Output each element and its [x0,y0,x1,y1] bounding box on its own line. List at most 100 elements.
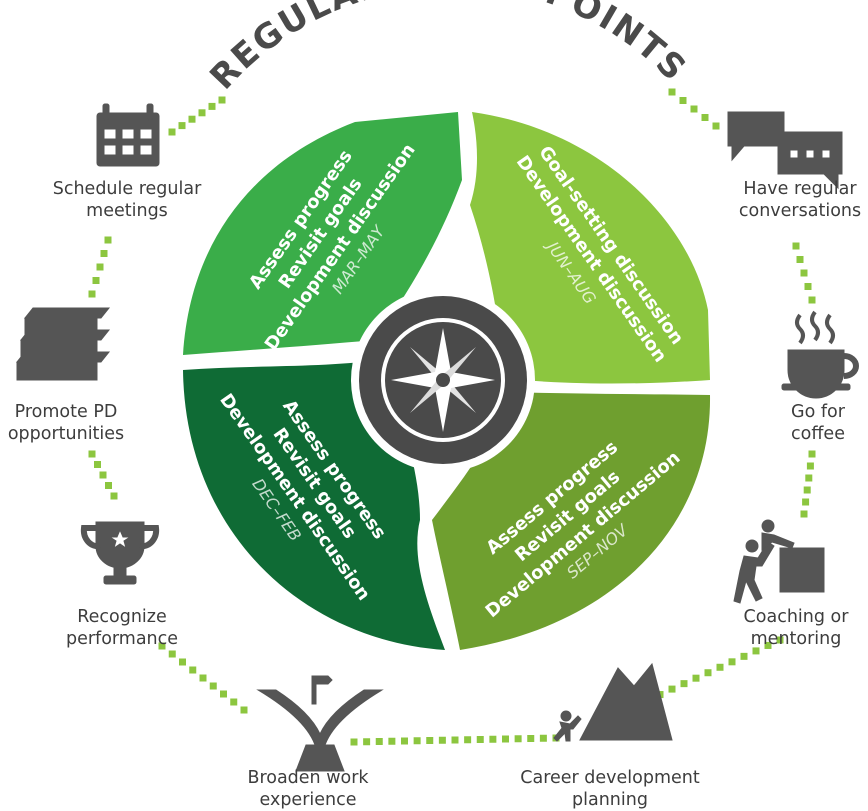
ring-dot [679,97,687,104]
ring-dot [776,636,784,644]
ring-dot [668,685,676,693]
ring-dot [218,96,226,104]
ring-dot [96,263,104,271]
coffee-cup-icon [781,310,859,399]
ring-dot [388,737,396,745]
ring-dot [100,250,108,257]
ring-dot [110,492,118,500]
speech-bubbles-icon [727,111,843,190]
ring-dot [189,666,197,674]
touchpoint-label-line: Have regular [743,179,857,199]
ring-dot [92,277,100,284]
ring-dot [514,735,522,743]
ring-dot [716,663,724,671]
ring-dot [740,652,748,660]
touchpoint-label-coaching: Coaching or mentoring [744,606,849,650]
ring-dot [94,461,101,468]
ring-dot [476,736,484,743]
touchpoint-label-recognize: Recognize performance [66,606,178,650]
touchpoint-label-schedule: Schedule regular meetings [53,178,202,222]
touchpoint-label-line: planning [572,790,648,810]
ring-dot [668,88,676,96]
compass-icon [391,328,495,432]
ring-dot [168,128,176,136]
touchpoint-label-line: coffee [791,424,845,444]
ring-dot [178,122,186,130]
ring-dot [208,102,216,110]
ring-dot [808,296,816,304]
touchpoint-label-broaden: Broaden work experience [247,767,368,811]
quadrant-jun-aug [470,112,710,384]
ring-dot [806,462,814,470]
ring-dot [692,674,700,682]
coaching-icon [733,519,825,604]
ring-dot [808,450,816,458]
touchpoint-label-line: Broaden work [247,768,369,788]
ring-dot [375,738,383,745]
ring-dot [413,737,421,745]
ring-dot [401,737,408,745]
ring-dot [220,690,227,698]
ring-dot [804,283,812,290]
ring-dot [188,115,196,123]
diagram-title: REGULAR TOUCHPOINTS [202,0,694,97]
touchpoint-label-line: meetings [86,201,168,221]
ring-dot [800,510,808,518]
touchpoint-label-line: opportunities [7,424,125,444]
ring-dot [240,706,248,714]
ring-dot [99,471,107,479]
ring-dot [764,641,772,649]
ring-dot [230,698,238,706]
mountain-climber-icon [553,662,673,742]
ring-dot [539,734,547,742]
touchpoint-label-career: Career development planning [520,767,700,811]
compass-hub [351,288,535,472]
touchpoint-label-coffee: Go for coffee [791,401,845,445]
ring-dot [527,735,535,742]
quadrant-sep-nov [432,392,711,650]
ring-dot [209,682,217,690]
touchpoint-label-line: Career development [520,768,700,788]
ring-dot [803,486,811,494]
ring-dot [792,242,800,250]
touchpoint-label-line: performance [65,629,179,649]
ring-dot [680,680,688,688]
touchpoint-label-line: conversations [738,201,862,221]
ring-dot [179,658,186,666]
books-icon [15,307,111,381]
calendar-icon [96,103,160,167]
touchpoint-label-line: mentoring [750,629,842,649]
ring-dot [104,236,112,244]
ring-dot [502,735,509,743]
ring-dot [800,269,808,277]
ring-dot [438,736,446,744]
ring-dot [489,735,497,743]
touchpoint-label-line: Recognize [77,607,167,627]
touchpoint-label-line: Go for [791,402,845,422]
ring-dot [464,736,472,744]
ring-dot [728,658,736,666]
ring-dot [105,482,112,489]
touchpoint-label-line: Promote PD [14,402,118,422]
ring-dot [701,114,709,121]
ring-dot [363,738,371,746]
ring-dot [704,669,712,677]
trophy-icon [80,521,160,585]
ring-dot [796,256,804,263]
ring-dot [199,674,207,682]
quadrant-mar-may [183,112,462,355]
ring-dot [752,647,760,655]
ring-dot [158,642,166,650]
ring-dot [88,450,96,458]
touchpoint-label-pd: Promote PD opportunities [8,401,124,445]
ring-dot [712,122,720,130]
touchpoint-label-line: experience [259,790,357,810]
ring-dot [690,105,698,113]
road-fork-icon [256,675,384,772]
ring-dot [805,474,813,482]
ring-dot [350,738,358,746]
touchpoint-label-line: Coaching or [743,607,849,627]
ring-dot [426,737,434,744]
ring-dot [802,498,810,506]
